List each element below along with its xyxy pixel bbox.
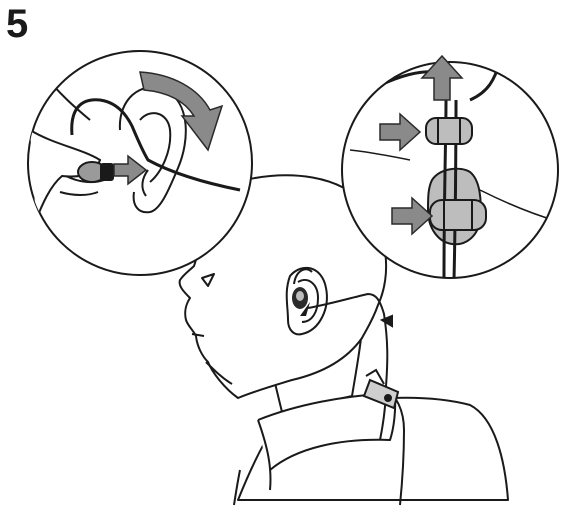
left-inset [28,51,252,275]
inset-earpiece [78,162,114,182]
right-inset [342,56,560,280]
cable-slider-upper [426,118,472,144]
cable-slider-lower [430,200,486,230]
